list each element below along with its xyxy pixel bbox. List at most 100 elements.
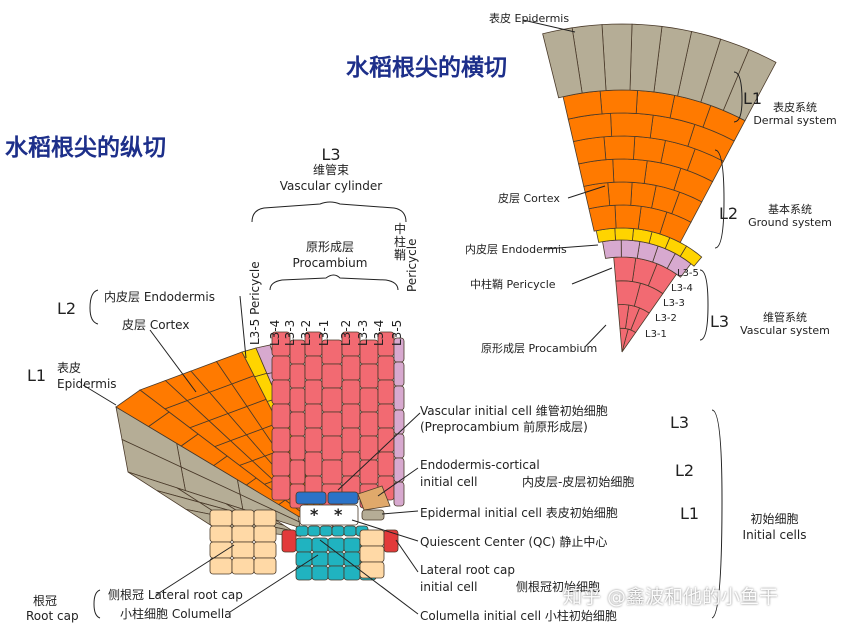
- initial-cells-en: Initial cells: [742, 528, 807, 542]
- root-cap-cn: 根冠: [33, 594, 58, 608]
- columella-initial-cell: [319, 525, 333, 537]
- leader-line: [522, 19, 576, 33]
- quiescent-center: [299, 504, 359, 526]
- cross-dermal-en: Dermal system: [753, 114, 837, 127]
- bracket: [733, 71, 743, 123]
- long-procambium-cell: [321, 387, 343, 413]
- long-right-level-L3-4: L3-4: [372, 319, 386, 346]
- long-procambium-cell: [359, 459, 379, 485]
- leader-line: [229, 554, 319, 613]
- lateral-root-cap-label: 侧根冠 Lateral root cap: [108, 588, 243, 602]
- columella-cell: [343, 537, 361, 553]
- lateral-root-cap-initial-cell: [383, 529, 399, 553]
- lateral-root-cap-cell: [359, 529, 385, 547]
- cross-L3-label: L3: [710, 312, 730, 331]
- long-pericycle-right-en: Pericycle: [405, 238, 419, 292]
- long-procambium-cell: [304, 355, 323, 381]
- columella-cell: [327, 537, 345, 553]
- cross-pericycle-label: 中柱鞘 Pericycle: [470, 278, 556, 291]
- longitudinal-section-artwork: [115, 331, 405, 581]
- leader-line: [544, 244, 599, 250]
- long-procambium-cell: [304, 403, 323, 429]
- long-procambium-cell: [377, 379, 395, 405]
- long-procambium-cell: [341, 427, 361, 453]
- watermark: 知乎 @鑫波和他的小鱼干: [563, 586, 779, 608]
- long-epidermis-en: Epidermis: [57, 377, 117, 391]
- columella-initial-cell: [295, 525, 309, 537]
- columella-initial-cell: [343, 525, 357, 537]
- bracket: [699, 269, 709, 341]
- cross-epidermis-label: 表皮 Epidermis: [489, 12, 570, 25]
- long-procambium-cell: [304, 379, 323, 405]
- columella-initial-cell: [307, 525, 321, 537]
- long-cortex-cell: [115, 389, 170, 427]
- long-procambium-cell: [271, 379, 291, 405]
- long-epidermis-cn: 表皮: [57, 361, 82, 375]
- bracket: [251, 201, 407, 223]
- long-pericycle-cell: [393, 481, 405, 507]
- longitudinal-section-title: 水稻根尖的纵切: [5, 135, 166, 161]
- endodermis-cortical-label-cn: 内皮层-皮层初始细胞: [522, 475, 635, 489]
- lateral-root-cap-initial-label-cn: 侧根冠初始细胞: [516, 580, 601, 594]
- bracket: [93, 589, 101, 619]
- long-pericycle-cell: [393, 433, 405, 459]
- long-procambium-cell: [271, 475, 291, 501]
- cross-sublevel-L3-3: L3-3: [663, 298, 685, 309]
- long-vascular-cylinder-en: Vascular cylinder: [279, 179, 383, 193]
- bracket: [269, 274, 399, 291]
- cross-pericycle-cell: [602, 239, 622, 259]
- endodermis-cortical-initial-cell: [357, 485, 391, 511]
- leader-line: [395, 539, 419, 573]
- endodermis-cortical-label-2: initial cell: [420, 475, 478, 489]
- vascular-initial-cell: [295, 491, 327, 505]
- leader-line: [319, 539, 419, 615]
- long-procambium-cell: [359, 435, 379, 461]
- cross-L2-label: L2: [719, 204, 739, 223]
- epidermal-initial-cell: [361, 509, 385, 521]
- lateral-root-cap-cell: [231, 525, 255, 543]
- lateral-root-cap-cell: [231, 509, 255, 527]
- long-vascular-cylinder-cn: 维管束: [312, 163, 349, 177]
- cross-cortex-cell: [578, 158, 615, 187]
- cross-procambium-cell: [613, 256, 637, 282]
- cross-cortex-cell: [588, 204, 617, 232]
- leader-line: [239, 295, 247, 359]
- columella-cell: [311, 551, 329, 567]
- leader-line: [567, 185, 606, 199]
- lateral-root-cap-cell: [253, 541, 277, 559]
- cross-endodermis-cell: [614, 227, 634, 241]
- lateral-root-cap-cell: [209, 541, 233, 559]
- cross-cortex-cell: [610, 112, 654, 139]
- vascular-initial-label: Vascular initial cell 维管初始细胞: [420, 404, 608, 418]
- long-procambium-cell: [289, 411, 306, 437]
- long-left-level-L3-4: L3-4: [268, 319, 282, 346]
- long-procambium-cell: [271, 355, 291, 381]
- leader-line: [337, 412, 421, 491]
- leader-line: [351, 519, 419, 542]
- cross-cortex-cell: [630, 181, 657, 209]
- cross-vascular-cn: 维管系统: [763, 311, 807, 324]
- columella-cell: [327, 565, 345, 581]
- lateral-root-cap-cell: [209, 557, 233, 575]
- lateral-root-cap-initial-cell: [281, 529, 297, 553]
- epidermal-initial-label: Epidermal initial cell 表皮初始细胞: [420, 506, 618, 520]
- lateral-root-cap-cell: [359, 545, 385, 563]
- long-procambium-en: Procambium: [292, 256, 368, 270]
- cross-sublevel-L3-4: L3-4: [671, 283, 693, 294]
- lateral-root-cap-cell: [253, 509, 277, 527]
- cross-cortex-cell: [603, 135, 636, 161]
- leader-line: [377, 467, 419, 497]
- lateral-root-cap-initial-label-1: Lateral root cap: [420, 563, 516, 577]
- long-L2-label: L2: [57, 299, 77, 318]
- preprocambium-label: (Preprocambium 前原形成层): [420, 420, 588, 434]
- long-pericycle-left-label: L3-5 Pericycle: [248, 261, 262, 345]
- long-procambium-cell: [289, 435, 306, 461]
- long-cortex-label: 皮层 Cortex: [122, 318, 190, 332]
- lateral-root-cap-cell: [231, 541, 255, 559]
- cross-cortex-label: 皮层 Cortex: [498, 192, 560, 205]
- leader-line: [584, 324, 607, 348]
- columella-initial-label: Columella initial cell 小柱初始细胞: [420, 609, 617, 623]
- cross-cortex-cell: [612, 158, 648, 184]
- long-procambium-cn: 原形成层: [305, 240, 354, 254]
